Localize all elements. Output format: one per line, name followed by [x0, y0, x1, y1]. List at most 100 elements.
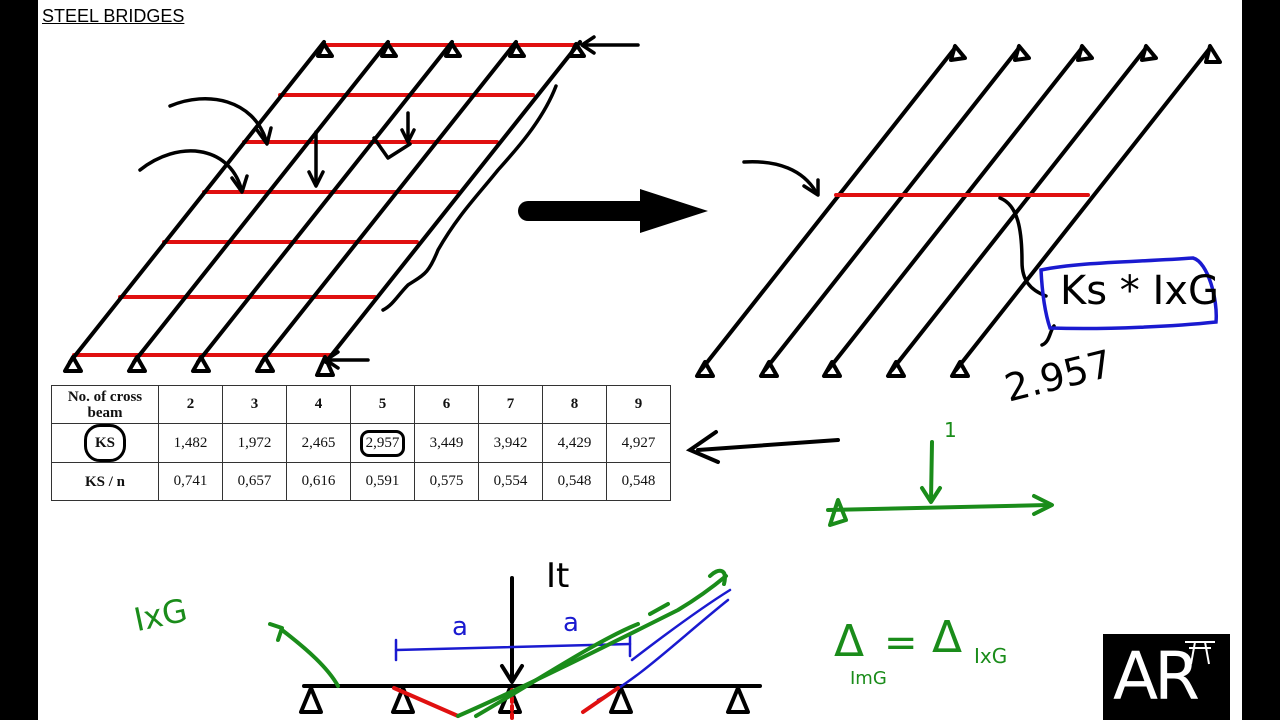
- check-mark: [372, 136, 412, 160]
- support-triangle: [444, 42, 462, 58]
- support-triangle: [391, 686, 415, 714]
- table-row: KS / n 0,741 0,657 0,616 0,591 0,575 0,5…: [51, 462, 671, 501]
- support-triangle: [1140, 44, 1158, 62]
- support-triangle: [886, 360, 906, 378]
- support-triangle: [828, 498, 848, 527]
- cross-beams: [72, 43, 576, 357]
- brace-line: [381, 84, 558, 312]
- support-triangle: [191, 355, 211, 373]
- arrow-head: [255, 126, 273, 146]
- support-triangle: [127, 355, 147, 373]
- main-girder: [826, 46, 1084, 372]
- table-column-header: 2: [158, 385, 223, 424]
- it-label: It: [546, 556, 570, 596]
- load-arrow-shaft: [929, 440, 934, 502]
- table-cell: 3,449: [414, 423, 479, 463]
- support-triangle: [726, 686, 750, 714]
- supports-right: [695, 44, 1222, 378]
- spacing-a-left: a: [452, 612, 468, 642]
- table-column-header: 5: [350, 385, 415, 424]
- support-triangle: [315, 355, 335, 377]
- equation-lhs-sub: ImG: [850, 668, 887, 689]
- main-girder: [196, 40, 454, 364]
- sketch-canvas: [63, 35, 1222, 720]
- arrow-head: [400, 128, 416, 144]
- ks-times-ixg-label: Ks * IxG: [1060, 268, 1219, 314]
- table-cell: 2,465: [286, 423, 351, 463]
- arrow-head: [802, 178, 820, 197]
- support-triangle: [949, 44, 967, 62]
- table-column-header: 4: [286, 385, 351, 424]
- table-cell: 0,616: [286, 462, 351, 501]
- blue-highlight-box: [1039, 256, 1218, 331]
- support-triangle: [950, 360, 970, 378]
- transform-arrow: [518, 189, 708, 233]
- support-triangle: [255, 355, 275, 373]
- table-cell: 0,548: [542, 462, 607, 501]
- table-cell: 0,741: [158, 462, 223, 501]
- table-column-header: 6: [414, 385, 479, 424]
- arrow-head: [580, 35, 596, 55]
- arrow-head: [324, 350, 340, 370]
- support-triangle: [1013, 44, 1031, 62]
- influence-line-green: [268, 568, 728, 718]
- main-girder: [763, 46, 1021, 372]
- curved-arrow: [742, 160, 818, 194]
- table-row: KS 1,482 1,972 2,465 2,957 3,449 3,942 4…: [51, 423, 671, 463]
- main-girder: [132, 40, 390, 364]
- whiteboard: STEEL BRIDGES: [38, 0, 1242, 720]
- main-girder: [699, 46, 957, 372]
- right-grillage: [695, 44, 1222, 378]
- load-arrows: [138, 35, 640, 370]
- support-triangle: [380, 42, 398, 58]
- equation-rhs: Δ: [932, 612, 963, 663]
- spacing-a-right: a: [563, 608, 579, 638]
- support-triangle: [508, 42, 526, 58]
- ks-table: No. of cross beam 2 3 4 5 6 7 8 9 KS 1,4…: [51, 385, 671, 501]
- table-cell: 1,972: [222, 423, 287, 463]
- support-triangle: [609, 686, 633, 714]
- arrow-head: [500, 664, 524, 684]
- table-column-header: 8: [542, 385, 607, 424]
- pointer-line: [998, 196, 1048, 298]
- bottom-beam-sketch: [268, 568, 762, 720]
- main-girder: [890, 46, 1148, 372]
- return-arrow: [685, 430, 840, 464]
- support-triangle: [63, 355, 83, 373]
- left-grillage: [63, 35, 640, 377]
- ks-per-n-row-label: KS / n: [51, 462, 159, 501]
- table-cell: 0,554: [478, 462, 543, 501]
- table-column-header: 7: [478, 385, 543, 424]
- ks-row-label: KS: [83, 424, 126, 462]
- pylon-icon: [1185, 641, 1215, 665]
- table-cell: 0,591: [350, 462, 415, 501]
- logo-text: AR: [1113, 638, 1200, 715]
- arrow-head: [230, 174, 249, 194]
- main-girder: [68, 40, 326, 364]
- table-column-header: 3: [222, 385, 287, 424]
- page-title: STEEL BRIDGES: [42, 6, 185, 26]
- table-cell: 0,548: [606, 462, 671, 501]
- beam-line: [826, 503, 1050, 512]
- highlighted-cell: 2,957: [359, 429, 406, 457]
- channel-logo: AR: [1103, 634, 1230, 720]
- table-cell: 1,482: [158, 423, 223, 463]
- main-girder: [260, 40, 518, 364]
- curved-arrow: [168, 97, 268, 142]
- support-triangle: [759, 360, 779, 378]
- arrow-head: [307, 170, 325, 188]
- curved-arrow: [138, 149, 243, 190]
- main-girders: [68, 40, 582, 364]
- table-header-label: No. of cross beam: [51, 385, 159, 424]
- table-cell: 0,657: [222, 462, 287, 501]
- support-triangle: [316, 42, 334, 58]
- main-girder: [954, 46, 1212, 372]
- support-triangle: [822, 360, 842, 378]
- arrow-head: [920, 486, 942, 504]
- support-triangle: [568, 42, 586, 58]
- table-cell: 4,927: [606, 423, 671, 463]
- unit-load-diagram: [826, 440, 1054, 527]
- main-girder: [324, 40, 582, 364]
- table-cell: 0,575: [414, 462, 479, 501]
- equation-lhs: Δ: [834, 616, 865, 667]
